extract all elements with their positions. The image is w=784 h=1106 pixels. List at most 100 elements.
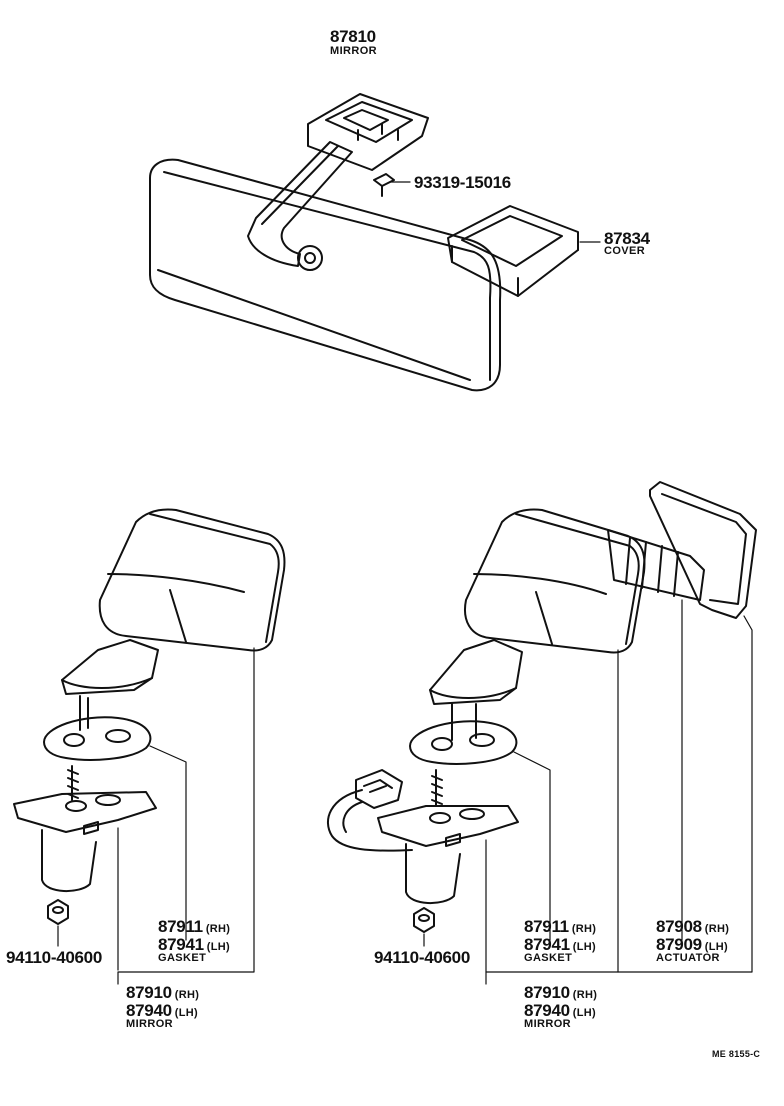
left-gasket-lh: 87941(LH) [158,936,230,954]
inner-mirror-mount-slot [343,109,389,131]
left-mirror-lh-number: 87940 [126,1001,172,1020]
right-mirror-arm [429,639,523,705]
inner-mirror-body [149,158,502,392]
left-mirror-nut-bore [52,906,64,914]
left-mirror-arm-base [61,677,153,689]
left-mirror-housing-rim [149,513,280,643]
right-mirror-rh-number: 87910 [524,983,570,1002]
left-mirror-rh-tag: (RH) [174,989,200,1001]
left-nut-part-number: 94110-40600 [6,948,102,967]
inner-mirror-part-number: 87810 [330,27,376,46]
left-mirror-stud-1 [79,695,89,731]
left-mirror-gasket [43,716,152,761]
right-gasket-rh-number: 87911 [524,917,569,936]
inner-mirror-pivot-core [304,252,316,264]
left-gasket-lh-number: 87941 [158,935,204,954]
left-mirror-sleeve [41,829,97,892]
right-leader-lines [423,599,753,985]
right-mirror-screw [431,769,443,807]
right-actuator-rh: 87908(RH) [656,918,729,936]
cover-part-number: 87834 [604,229,650,248]
left-mirror-gasket-hole-1 [63,733,85,747]
left-gasket-rh-tag: (RH) [205,923,231,935]
left-mirror-screw [67,765,79,801]
cover-lip [451,233,579,297]
left-gasket-rh-number: 87911 [158,917,203,936]
left-mirror-bracket-hole-1 [65,800,87,812]
right-mirror-lh: 87940(LH) [524,1002,596,1020]
right-actuator-lh: 87909(LH) [656,936,728,954]
screw-part [373,173,411,197]
cover-part [447,205,601,297]
right-mirror-connector [355,769,403,809]
right-mirror-bracket-hole-2 [459,808,485,820]
right-mirror-actuator-fins [625,537,679,597]
cover-inner [461,215,563,267]
left-mirror-rh-number: 87910 [126,983,172,1002]
screw-part-number: 93319-15016 [414,173,511,192]
right-actuator-rh-number: 87908 [656,917,702,936]
right-actuator-rh-tag: (RH) [704,923,730,935]
right-mirror-glass-inner [661,493,747,605]
left-mirror-lh-tag: (LH) [174,1007,198,1019]
right-mirror-lh-tag: (LH) [572,1007,596,1019]
right-mirror-nut [413,907,435,933]
right-mirror-housing-crease [473,573,607,645]
drawing-code: ME 8155-C [712,1049,761,1059]
right-mirror-bracket-lug [445,833,461,847]
right-gasket-lh-number: 87941 [524,935,570,954]
left-mirror-gasket-hole-2 [105,729,131,743]
right-mirror-bracket-hole-1 [429,812,451,824]
right-actuator-name: ACTUATOR [656,952,720,964]
inner-mirror-pivot [297,245,323,271]
left-mirror-lh: 87940(LH) [126,1002,198,1020]
cover-part-name: COVER [604,245,646,257]
left-gasket-lh-tag: (LH) [206,941,230,953]
inner-mirror-stay-arm-edge [261,145,339,225]
left-leader-lines [57,647,255,985]
left-mirror-bracket-lug [83,821,99,835]
right-mirror-harness [327,789,413,852]
inner-mirror-part-name: MIRROR [330,45,378,57]
right-mirror-sleeve [405,843,461,904]
left-mirror-housing-crease [107,573,245,643]
inner-mirror-mount-plate-top [325,101,413,143]
left-outer-mirror [13,508,286,985]
inner-mirror-mount-plate [307,93,429,171]
inner-mirror-stay-arm [247,141,353,267]
right-actuator-lh-tag: (LH) [704,941,728,953]
right-mirror-actuator [607,529,705,601]
right-mirror-gasket-hole-1 [431,737,453,751]
inner-mirror-assembly [149,93,502,392]
left-mirror-name: MIRROR [126,1018,174,1030]
right-nut-part-number: 94110-40600 [374,948,470,967]
right-mirror-gasket-hole-2 [469,733,495,747]
right-mirror-lh-number: 87940 [524,1001,570,1020]
right-outer-mirror [327,481,757,985]
right-mirror-rh-tag: (RH) [572,989,598,1001]
right-actuator-lh-number: 87909 [656,935,702,954]
left-mirror-bracket [13,791,157,833]
inner-mirror-mount-tab [357,123,399,141]
right-gasket-rh-tag: (RH) [571,923,597,935]
right-mirror-housing-rim [515,513,640,645]
right-mirror-arm-base [429,687,517,699]
right-mirror-housing [464,508,646,654]
right-mirror-rh: 87910(RH) [524,984,597,1002]
right-gasket-lh: 87941(LH) [524,936,596,954]
left-mirror-arm [61,639,159,695]
right-mirror-nut-bore [418,914,430,922]
right-mirror-connector-face [363,779,393,793]
right-mirror-glass [649,481,757,619]
left-mirror-bracket-hole-2 [95,794,121,806]
inner-mirror-rim [163,171,492,381]
right-mirror-bracket [377,805,519,847]
left-gasket-name: GASKET [158,952,207,964]
right-gasket-rh: 87911(RH) [524,918,596,936]
screw-head [373,173,395,187]
left-mirror-housing [98,508,286,652]
right-gasket-lh-tag: (LH) [572,941,596,953]
right-mirror-gasket [409,720,518,765]
